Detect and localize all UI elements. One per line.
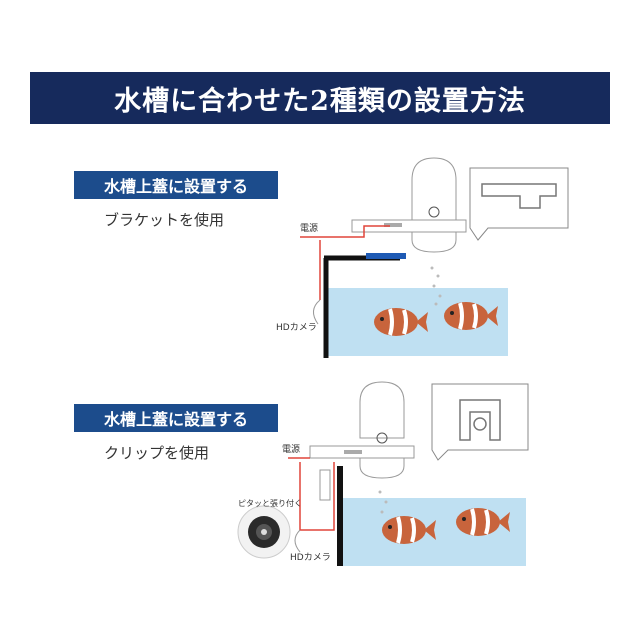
food-particles bbox=[430, 266, 442, 306]
feeder-body bbox=[359, 381, 405, 439]
camera-label: HDカメラ bbox=[290, 552, 331, 563]
page-title: 水槽に合わせた2種類の設置方法 bbox=[114, 85, 526, 117]
section-2-diagram: 電源 HDカメラ ピタッと張り付く bbox=[237, 381, 529, 566]
dial-icon bbox=[428, 206, 440, 218]
bracket-icon bbox=[481, 183, 557, 209]
section-1-diagram: 電源 HDカメラ bbox=[276, 157, 569, 358]
clip-inset bbox=[431, 383, 529, 461]
camera-label: HDカメラ bbox=[276, 322, 317, 333]
feeder-body bbox=[411, 157, 457, 221]
usb-port bbox=[344, 450, 362, 454]
bracket-inset bbox=[469, 167, 569, 241]
feeder-bottom bbox=[411, 231, 457, 253]
section-2-label: 水槽上蓋に設置する bbox=[74, 404, 278, 432]
clip-icon bbox=[319, 469, 331, 501]
clip-detail-icon bbox=[459, 399, 501, 441]
feeder-base bbox=[351, 219, 467, 233]
food-particles bbox=[378, 490, 388, 514]
usb-port bbox=[384, 223, 402, 227]
hd-camera-icon bbox=[313, 299, 321, 325]
suction-label: ピタッと張り付く bbox=[238, 498, 302, 508]
lid-edge bbox=[366, 253, 406, 259]
header-banner: 水槽に合わせた2種類の設置方法 bbox=[30, 72, 610, 124]
section-2-subtitle: クリップを使用 bbox=[104, 444, 210, 462]
section-1-label: 水槽上蓋に設置する bbox=[74, 171, 278, 199]
power-cable bbox=[320, 225, 390, 238]
dial-icon bbox=[376, 432, 388, 444]
section-1-subtitle: ブラケットを使用 bbox=[104, 211, 225, 229]
power-label: 電源 bbox=[282, 444, 300, 455]
camera-cable bbox=[299, 462, 335, 531]
power-label: 電源 bbox=[300, 223, 318, 234]
hd-camera-icon bbox=[294, 529, 301, 553]
feeder-bottom bbox=[359, 457, 405, 479]
